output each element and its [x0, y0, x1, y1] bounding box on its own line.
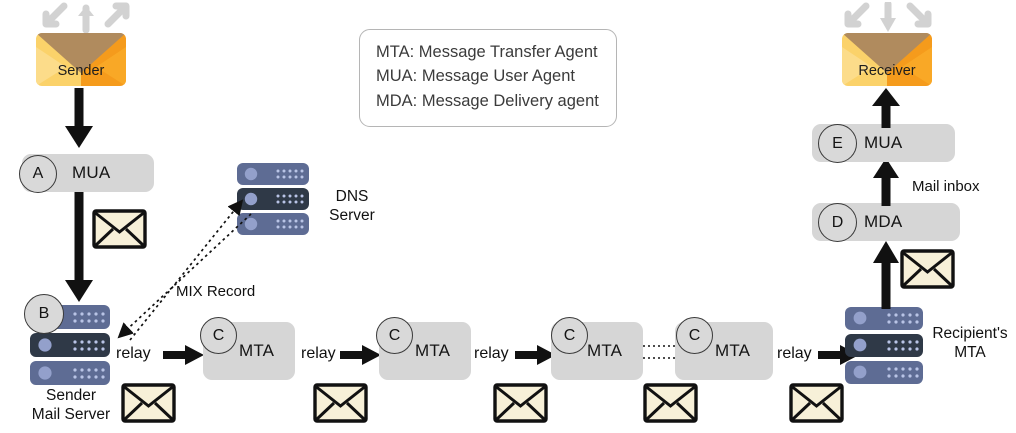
sender-mail-server-caption-line2: Mail Server: [31, 405, 111, 423]
receiver-mda-label: MDA: [864, 212, 903, 231]
arrow-mua-to-mailserver: [62, 192, 96, 304]
legend-line-mua: MUA: Message User Agent: [376, 67, 575, 86]
recipient-mta-caption-line2: MTA: [954, 343, 986, 361]
step-circle-c-4[interactable]: C: [676, 317, 713, 354]
step-circle-e[interactable]: E: [818, 124, 857, 163]
receiver-incoming-arrows: [836, 0, 940, 34]
step-circle-b[interactable]: B: [24, 294, 64, 334]
relay-label-3: relay: [474, 345, 509, 362]
sender-envelope: Sender: [36, 33, 126, 86]
step-circle-c-3[interactable]: C: [551, 317, 588, 354]
envelope-icon-mta-2: [493, 383, 548, 423]
relay-label-2: relay: [301, 345, 336, 362]
sender-outgoing-arrows: [34, 2, 138, 34]
sender-envelope-label: Sender: [57, 63, 105, 79]
dns-server-caption-line2: Server: [329, 206, 375, 224]
arrow-mda-to-mua: [869, 158, 903, 206]
arrow-sender-to-mua: [62, 88, 96, 150]
arrow-relay-2: [340, 344, 382, 366]
relay-label-1: relay: [116, 345, 151, 362]
mix-record-label: MIX Record: [176, 283, 256, 300]
arrow-relay-3: [515, 344, 557, 366]
sender-mua-label: MUA: [72, 163, 111, 182]
recipient-mta-caption-line1: Recipient's: [932, 325, 1008, 342]
step-circle-c-1[interactable]: C: [200, 317, 237, 354]
envelope-icon-mta-3: [643, 383, 698, 423]
mta-label-1: MTA: [239, 341, 275, 360]
receiver-mua-label: MUA: [864, 133, 903, 152]
dns-server-caption: DNS Server: [317, 188, 387, 225]
receiver-envelope-label: Receiver: [858, 63, 916, 79]
sender-mail-server-caption-line1: Sender: [46, 387, 96, 404]
legend-line-mda: MDA: Message Delivery agent: [376, 91, 599, 110]
step-circle-d[interactable]: D: [818, 203, 857, 242]
relay-label-4: relay: [777, 345, 812, 362]
abbreviation-legend: MTA: Message Transfer Agent MUA: Message…: [359, 29, 617, 127]
arrow-mua-to-receiver: [869, 88, 903, 128]
dns-server-caption-line1: DNS: [335, 188, 369, 205]
arrow-relay-1: [163, 344, 205, 366]
dns-server-icon: [237, 163, 309, 236]
mta-label-3: MTA: [587, 341, 623, 360]
mta-label-4: MTA: [715, 341, 751, 360]
dotted-continuation-link: [643, 340, 675, 366]
mta-label-2: MTA: [415, 341, 451, 360]
receiver-envelope: Receiver: [842, 33, 932, 86]
arrow-recipient-mta-to-mda: [869, 241, 903, 309]
legend-line-mta: MTA: Message Transfer Agent: [376, 43, 598, 61]
sender-mail-server-caption: Sender Mail Server: [18, 387, 124, 424]
recipient-mta-caption: Recipient's MTA: [925, 325, 1015, 362]
envelope-icon-mail-server: [121, 383, 176, 423]
step-circle-c-2[interactable]: C: [376, 317, 413, 354]
envelope-icon-mta-1: [313, 383, 368, 423]
envelope-icon-mta-4: [789, 383, 844, 423]
recipient-mta-server-icon: [845, 307, 923, 385]
envelope-icon-recipient-mta: [900, 249, 955, 289]
step-circle-a[interactable]: A: [19, 155, 57, 193]
mail-inbox-label: Mail inbox: [912, 178, 980, 195]
envelope-icon-after-mua: [92, 209, 147, 249]
